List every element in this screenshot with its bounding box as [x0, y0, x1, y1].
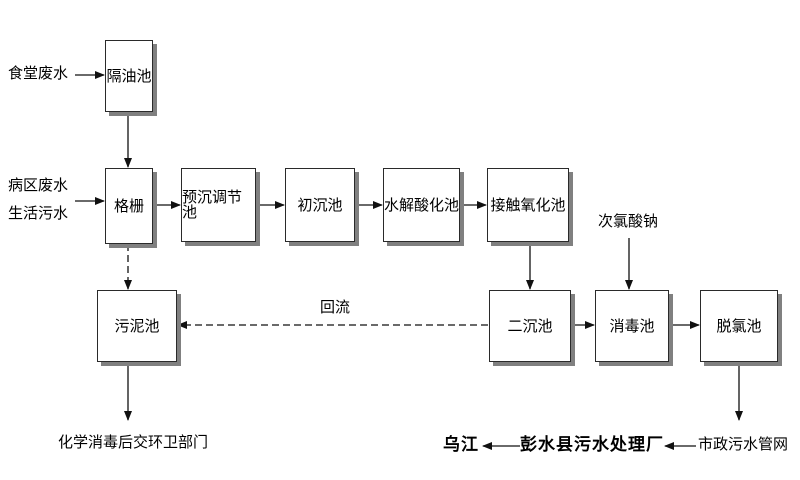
tank-sludge: 污泥池: [97, 290, 177, 362]
input-domestic-sewage: 生活污水: [8, 204, 69, 222]
return-flow-label: 回流: [320, 298, 351, 316]
tank-disinfection: 消毒池: [595, 290, 669, 362]
river-label: 乌江: [443, 435, 479, 455]
tank-dechlorination: 脱氯池: [700, 290, 778, 362]
tank-contact-oxidation: 接触氧化池: [487, 168, 569, 242]
tank-secondary-settling: 二沉池: [489, 290, 571, 362]
tank-oil-separator: 隔油池: [105, 40, 153, 112]
pipe-network-label: 市政污水管网: [698, 435, 789, 453]
treatment-plant-label: 彭水县污水处理厂: [520, 435, 664, 455]
sludge-disposal-label: 化学消毒后交环卫部门: [58, 433, 209, 451]
tank-primary-settling: 初沉池: [285, 168, 355, 242]
input-sodium-hypochlorite: 次氯酸钠: [598, 212, 659, 230]
input-ward-waste: 病区废水: [8, 176, 69, 194]
tank-grille: 格栅: [105, 168, 153, 244]
tank-pre-settling: 预沉调节池: [181, 168, 256, 242]
input-canteen-waste: 食堂废水: [8, 64, 69, 82]
tank-hydrolysis: 水解酸化池: [383, 168, 460, 242]
